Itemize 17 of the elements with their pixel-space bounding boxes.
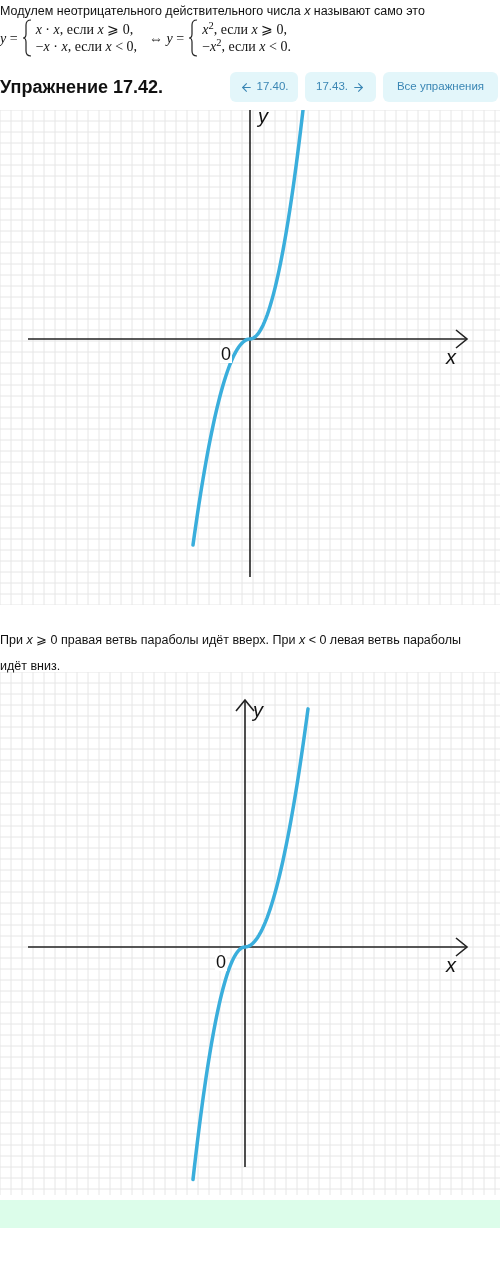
axis-label: x: [446, 347, 456, 367]
math-formula: −x · x, если x < 0,: [35, 38, 138, 55]
axis-label: y: [258, 106, 268, 126]
math-formula: x$^{2}$, если x ⩾ 0,: [202, 21, 289, 38]
nav-button: 17.43.: [305, 72, 376, 102]
math-formula: ⇔ y =: [149, 29, 185, 47]
nav-button: 17.40.: [230, 72, 298, 102]
axis-label: y: [253, 700, 263, 720]
math-formula: x · x, если x ⩾ 0,: [35, 21, 135, 38]
exercise-heading: Упражнение 17.42.: [0, 76, 164, 99]
origin-label: 0: [220, 345, 232, 363]
nav-button: Все упражнения: [383, 72, 498, 102]
math-formula: −x$^{2}$, если x < 0.: [202, 38, 291, 55]
axis-label: x: [446, 955, 456, 975]
explanation-text: При x ⩾ 0 правая ветвь параболы идёт вверх. При x < 0 левая ветвь параболы идёт вниз.: [0, 632, 462, 675]
origin-label: 0: [215, 953, 227, 971]
intro-text: Модулем неотрицательного действительного числа x называют само это: [0, 3, 426, 19]
